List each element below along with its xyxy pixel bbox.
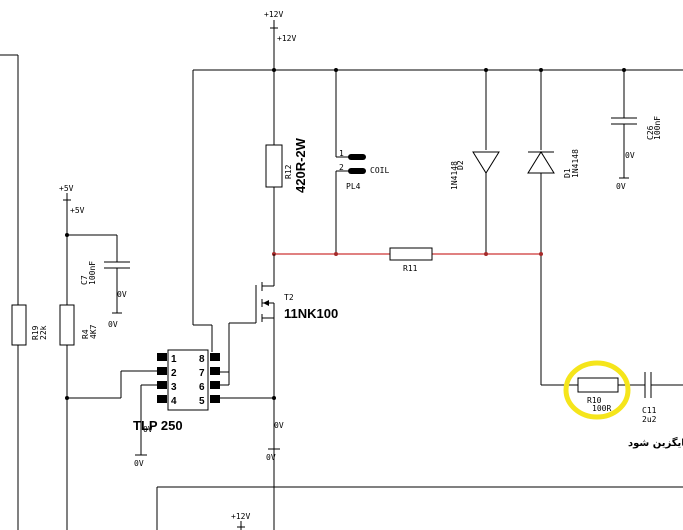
pl4-pin1: 1 (339, 149, 344, 158)
opto-pin-6: 6 (199, 382, 205, 393)
opto-pin (210, 353, 220, 361)
r10-ref: R10 (587, 396, 602, 405)
opto-pin-3: 3 (171, 382, 177, 393)
resistor-r4 (59, 304, 75, 346)
resistor-r11 (389, 247, 433, 261)
opto-pin-1: 1 (171, 354, 177, 365)
opto-pin (157, 353, 167, 361)
d2-value: 1N4148 (450, 161, 459, 190)
diode-d2 (472, 151, 500, 174)
vcc5-label: +5V (59, 184, 74, 193)
annotation-text: حذف شود ـ فریت بید جایگزین شود (628, 436, 683, 449)
c7-ref: C7 (80, 275, 89, 285)
opto-gnd-2: 0V (134, 459, 144, 468)
r4-value: 4K7 (89, 324, 98, 339)
opto-pin (157, 395, 167, 403)
coil-pin-2 (348, 168, 366, 174)
r10-value: 100R (592, 404, 611, 413)
r19-ref: R19 (31, 325, 40, 340)
opto-pin (210, 381, 220, 389)
d2-ref: D2 (456, 160, 465, 170)
opto-pin-4: 4 (171, 396, 177, 407)
d1-ref: D1 (563, 168, 572, 178)
pl4-pin2: 2 (339, 163, 344, 172)
c26-ref: C26 (646, 125, 655, 140)
resistor-r10 (577, 377, 619, 393)
highlight-circle (563, 360, 631, 420)
junction-dot (539, 252, 543, 256)
r12-ref: R12 (284, 164, 293, 179)
diode-d1 (527, 151, 555, 174)
r19-value: 22k (39, 325, 48, 340)
opto-pin-5: 5 (199, 396, 205, 407)
pl4-label: COIL (370, 166, 389, 175)
coil-pin-1 (348, 154, 366, 160)
opto-pin-7: 7 (199, 368, 205, 379)
opto-pin (210, 395, 220, 403)
opto-tlp250-body (167, 349, 209, 411)
c26-value: 100nF (653, 116, 662, 140)
c26-gnd-2: 0V (616, 182, 626, 191)
t2-ref: T2 (284, 293, 294, 302)
c11-ref: C11 (642, 406, 657, 415)
vcc12-label-2: +12V (277, 34, 296, 43)
t2-gnd: 0V (274, 421, 284, 430)
c26-gnd: 0V (625, 151, 635, 160)
resistor-r12 (265, 144, 283, 188)
opto-pin-8: 8 (199, 354, 205, 365)
r4-ref: R4 (81, 329, 90, 339)
r11-ref: R11 (403, 264, 418, 273)
opto-pin (157, 367, 167, 375)
vcc5-label-2: +5V (70, 206, 85, 215)
junction-dot (484, 252, 488, 256)
c11-value: 2u2 (642, 415, 657, 424)
pl4-ref: PL4 (346, 182, 361, 191)
d1-value: 1N4148 (571, 149, 580, 178)
c7-value: 100nF (88, 261, 97, 285)
c7-gnd-2: 0V (108, 320, 118, 329)
t2-arrow (263, 300, 269, 306)
vcc12-bottom-label: +12V (231, 512, 250, 521)
r12-value: 420R-2W (293, 137, 308, 193)
opto-pin (157, 381, 167, 389)
opto-gnd: 0V (143, 425, 153, 434)
junction-dot (272, 396, 276, 400)
opto-part-label: TLP 250 (133, 418, 183, 433)
vcc12-label: +12V (264, 10, 283, 19)
junction-dot (334, 252, 338, 256)
t2-gnd-2: 0V (266, 453, 276, 462)
c7-gnd: 0V (117, 290, 127, 299)
opto-pin (210, 367, 220, 375)
t2-value: 11NK100 (284, 306, 338, 321)
resistor-r19 (11, 304, 27, 346)
opto-pin-2: 2 (171, 368, 177, 379)
